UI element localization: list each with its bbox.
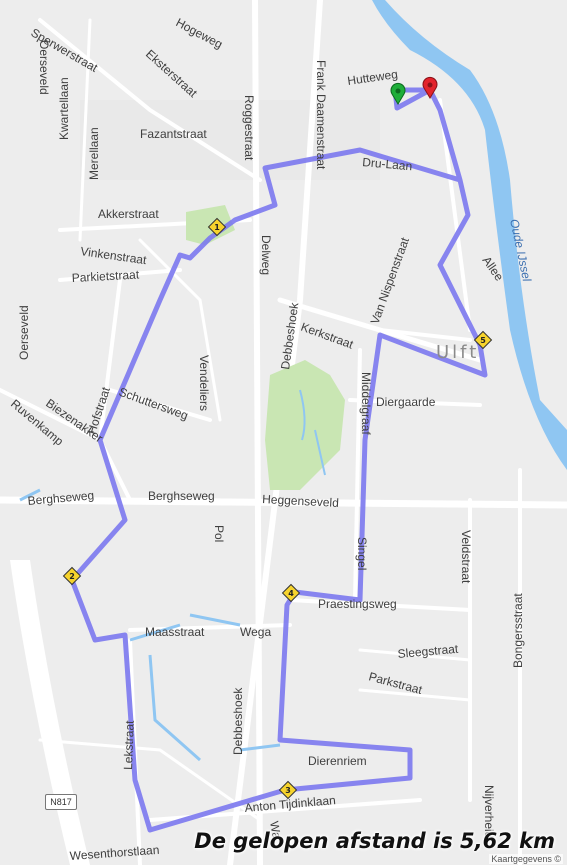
street-label: Dierenriem xyxy=(308,754,367,768)
street-label: Roggestraat xyxy=(242,95,256,161)
town-label-ulft: Ulft xyxy=(436,342,479,363)
road-number-shield: N817 xyxy=(45,794,77,810)
street-label: Lekstraat xyxy=(121,720,137,770)
street-label: Maasstraat xyxy=(145,625,205,639)
street-label: Frank Daamenstraat xyxy=(314,60,328,170)
street-label: Wesenthorstlaan xyxy=(69,843,160,863)
street-label: Akkerstraat xyxy=(98,207,159,221)
street-label: Pol xyxy=(212,525,226,542)
street-label: Veldstraat xyxy=(459,530,473,584)
street-label: Bongersstraat xyxy=(511,593,525,668)
street-label: Delweg xyxy=(259,235,273,275)
start-pin-icon[interactable] xyxy=(390,82,406,105)
street-label: Wega xyxy=(240,625,271,639)
svg-text:1: 1 xyxy=(214,223,220,232)
street-label: Fazantstraat xyxy=(140,127,207,141)
park-stream xyxy=(299,389,326,476)
svg-text:2: 2 xyxy=(69,572,75,581)
route-marker-1[interactable]: 1 xyxy=(207,217,227,237)
small-waterways xyxy=(19,488,281,762)
road-west-bypass xyxy=(10,560,90,865)
svg-text:4: 4 xyxy=(288,589,294,598)
street-label: Diergaarde xyxy=(376,395,436,409)
route-marker-3[interactable]: 3 xyxy=(278,780,298,800)
built-area-north xyxy=(80,100,380,180)
walking-route xyxy=(69,87,488,833)
street-label: Vendeliers xyxy=(197,355,211,411)
street-label: Dru-Laan xyxy=(362,155,413,173)
street-label: Praestingsweg xyxy=(318,597,397,611)
street-label: Heggenseveld xyxy=(262,492,339,510)
route-marker-5[interactable]: 5 xyxy=(473,330,493,350)
map-attribution[interactable]: Kaartgegevens © xyxy=(489,854,563,864)
street-label: Berghseweg xyxy=(27,488,95,508)
street-label: Wa xyxy=(267,820,284,840)
svg-text:3: 3 xyxy=(285,786,291,795)
street-label: Berghseweg xyxy=(148,489,215,503)
river-oude-ijssel xyxy=(372,0,567,470)
street-label: Kwartellaan xyxy=(57,77,71,140)
end-pin-icon[interactable] xyxy=(422,76,438,99)
street-label: Oerseveld xyxy=(17,305,31,360)
street-label: Parkietstraat xyxy=(71,267,140,285)
street-label: Nijverheid xyxy=(482,785,496,838)
street-label: Hutteweg xyxy=(346,67,398,88)
street-label: Middelgraaf xyxy=(359,372,373,435)
svg-text:5: 5 xyxy=(480,336,486,345)
street-label: Merellaan xyxy=(87,127,101,180)
route-marker-4[interactable]: 4 xyxy=(281,583,301,603)
street-label: Debbeshoek xyxy=(231,687,245,755)
street-label: Singel xyxy=(355,537,369,570)
distance-caption: De gelopen afstand is 5,62 km xyxy=(194,829,555,853)
route-marker-2[interactable]: 2 xyxy=(62,566,82,586)
street-label: Sleegstraat xyxy=(397,642,459,661)
street-label: Oerseveld xyxy=(37,40,51,95)
